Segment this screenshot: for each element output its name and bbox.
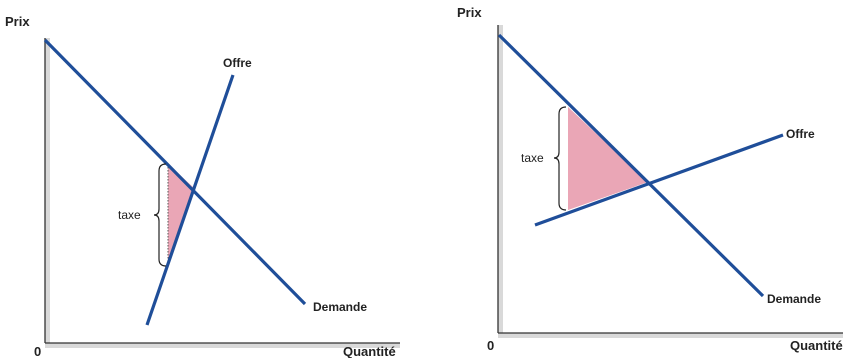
left-supply-label: Offre <box>223 56 252 70</box>
right-demand-curve <box>497 33 765 298</box>
right-y-axis-shadow <box>498 25 503 338</box>
right-supply-curve <box>534 133 784 227</box>
right-panel: Prix 0 Quantité Offre Demande taxe <box>457 5 843 353</box>
right-x-axis-label: Quantité <box>790 338 843 353</box>
right-origin-label: 0 <box>487 338 494 353</box>
left-origin-label: 0 <box>34 344 41 358</box>
left-demand-label: Demande <box>313 300 367 314</box>
left-y-axis-label: Prix <box>5 14 30 29</box>
left-tax-brace <box>153 163 167 267</box>
left-tax-label: taxe <box>118 208 141 222</box>
left-demand-curve <box>43 38 307 306</box>
left-supply-curve <box>145 74 235 326</box>
right-x-axis-shadow <box>498 333 843 338</box>
right-demand-label: Demande <box>767 292 821 306</box>
right-tax-brace <box>553 106 567 211</box>
right-tax-label: taxe <box>521 151 544 165</box>
left-panel: Prix 0 Quantité Offre Demande taxe <box>5 14 400 358</box>
left-x-axis-label: Quantité <box>343 344 396 358</box>
right-supply-label: Offre <box>786 127 815 141</box>
right-deadweight-triangle <box>568 107 648 210</box>
left-x-axis-shadow <box>45 343 400 348</box>
right-y-axis-label: Prix <box>457 5 482 20</box>
left-y-axis-shadow <box>45 38 50 348</box>
left-deadweight-triangle <box>168 164 193 266</box>
